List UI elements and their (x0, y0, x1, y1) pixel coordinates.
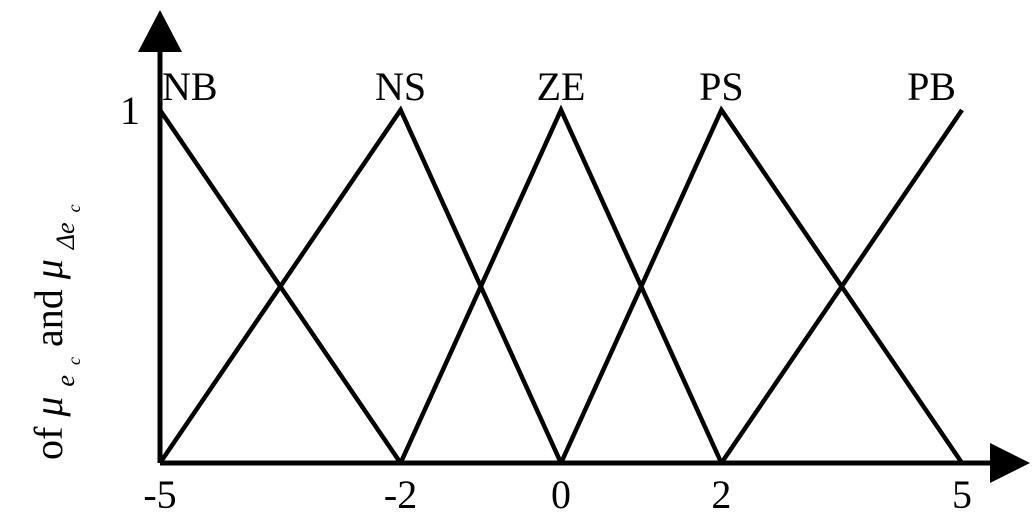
set-label-nb: NB (162, 64, 218, 109)
mf-line-ze (398, 104, 724, 464)
mf-line-ps (558, 105, 964, 465)
set-label-ns: NS (375, 64, 426, 109)
svg-text:of μ e c: of μ e c and μ Δe c (26, 204, 89, 460)
set-label-ze: ZE (537, 64, 586, 109)
x-tick-label: 5 (952, 472, 972, 513)
ylabel-conj: and (26, 279, 71, 347)
ylabel-mu2-subsub: c (64, 204, 84, 212)
set-label-ps: PS (699, 64, 744, 109)
ylabel-mu1: μ (26, 397, 71, 418)
ylabel-mu2-sub: Δe (51, 222, 80, 250)
ylabel-mu2: μ (26, 259, 71, 280)
mf-line-pb (719, 108, 964, 465)
set-label-pb: PB (907, 64, 956, 109)
y-axis-label: of μ e c and μ Δe c (26, 204, 89, 460)
ylabel-mu1-subsub: c (64, 357, 84, 365)
x-tick-label: 0 (551, 472, 571, 513)
y-tick-label: 1 (120, 88, 140, 133)
ylabel-prefix: of (26, 417, 71, 460)
x-tick-label: -2 (384, 472, 417, 513)
mf-line-ns (158, 105, 564, 465)
x-axis-arrow-icon (990, 443, 1030, 483)
y-axis-arrow-icon (138, 10, 182, 52)
membership-lines (158, 104, 964, 465)
ylabel-mu1-sub: e (51, 375, 80, 387)
set-labels: NB NS ZE PS PB (162, 64, 956, 109)
x-tick-label: -5 (143, 472, 176, 513)
x-tick-label: 2 (711, 472, 731, 513)
x-tick-labels: -5 -2 0 2 5 (143, 472, 972, 513)
y-tick-labels: 1 (120, 88, 140, 133)
